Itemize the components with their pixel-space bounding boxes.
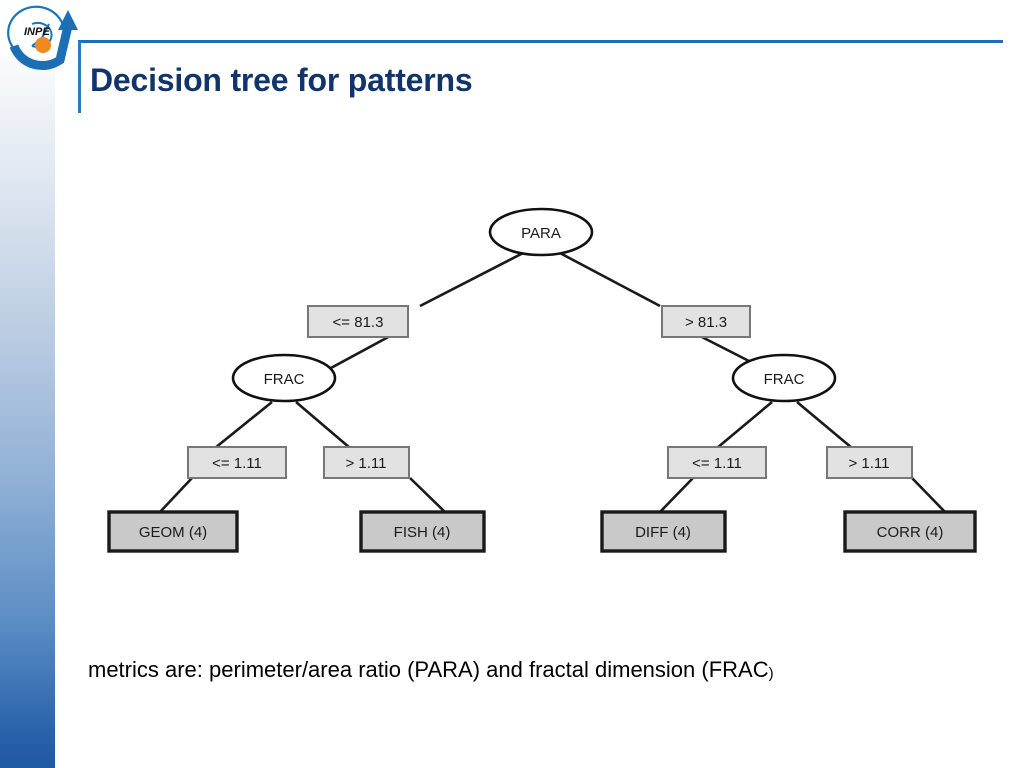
split-gt-81-box [661,305,751,338]
leaf-corr-box [843,510,977,553]
split-le-111-right-label: <= 1.11 [692,455,742,472]
page-title: Decision tree for patterns [90,62,473,98]
split-gt-111-right-box [826,446,913,479]
edge-fracl-to-ll [214,400,273,450]
title-accent-bar [78,41,81,113]
tree-node-frac-left: FRAC [231,353,337,403]
decision-tree-figure: PARA <= 81.3 > 81.3 FRAC FRAC [100,190,1000,560]
edge-fracr-to-rr [796,401,853,449]
edge-root-to-left [419,250,526,308]
tree-node-split-le-81: <= 81.3 [307,305,409,338]
edge-fracl-to-lr [295,401,351,449]
header-divider-rule [78,40,1003,43]
leaf-geom-label: GEOM (4) [139,524,207,541]
tree-leaf-geom: GEOM (4) [107,510,239,553]
edge-root-to-right [557,250,661,308]
edge-rl-to-leaf3 [659,477,694,513]
leaf-fish-label: FISH (4) [394,524,451,541]
split-gt-111-right-label: > 1.11 [848,455,889,472]
split-le-81-box [307,305,409,338]
tree-node-para-root: PARA [488,207,594,257]
frac-left-label: FRAC [264,371,305,388]
svg-text:INPE: INPE [24,26,50,38]
split-le-81-label: <= 81.3 [333,314,384,331]
frac-right-label: FRAC [764,371,805,388]
inpe-logo-icon: INPE [7,5,78,70]
para-ellipse-shape [488,207,594,257]
split-le-111-right-box [667,446,767,479]
edge-ll-to-leaf1 [159,477,193,513]
frac-left-ellipse-shape [231,353,337,403]
tree-node-frac-right: FRAC [731,353,837,403]
tree-node-split-gt-81: > 81.3 [661,305,751,338]
frac-right-ellipse-shape [731,353,837,403]
split-gt-81-label: > 81.3 [685,314,727,331]
split-gt-111-left-label: > 1.11 [345,455,386,472]
leaf-diff-box [600,510,727,553]
split-le-111-left-label: <= 1.11 [212,455,262,472]
split-gt-111-left-box [323,446,410,479]
edge-lr-to-leaf2 [409,477,446,513]
edge-rr-to-leaf4 [911,477,946,513]
sidebar-gradient-band [0,55,55,768]
tree-leaf-fish: FISH (4) [359,510,486,553]
tree-leaf-diff: DIFF (4) [600,510,727,553]
para-node-label: PARA [521,225,561,242]
leaf-geom-box [107,510,239,553]
tree-leaf-corr: CORR (4) [843,510,977,553]
figure-caption: metrics are: perimeter/area ratio (PARA)… [88,657,774,683]
tree-node-split-le-111-left: <= 1.11 [187,446,287,479]
split-le-111-left-box [187,446,287,479]
tree-node-split-gt-111-right: > 1.11 [826,446,913,479]
caption-main-text: metrics are: perimeter/area ratio (PARA)… [88,657,769,682]
leaf-diff-label: DIFF (4) [635,524,691,541]
edge-fracr-to-rl [716,401,773,449]
leaf-corr-label: CORR (4) [877,524,944,541]
caption-tail-paren: ) [768,665,774,682]
tree-node-split-gt-111-left: > 1.11 [323,446,410,479]
tree-node-split-le-111-right: <= 1.11 [667,446,767,479]
leaf-fish-box [359,510,486,553]
